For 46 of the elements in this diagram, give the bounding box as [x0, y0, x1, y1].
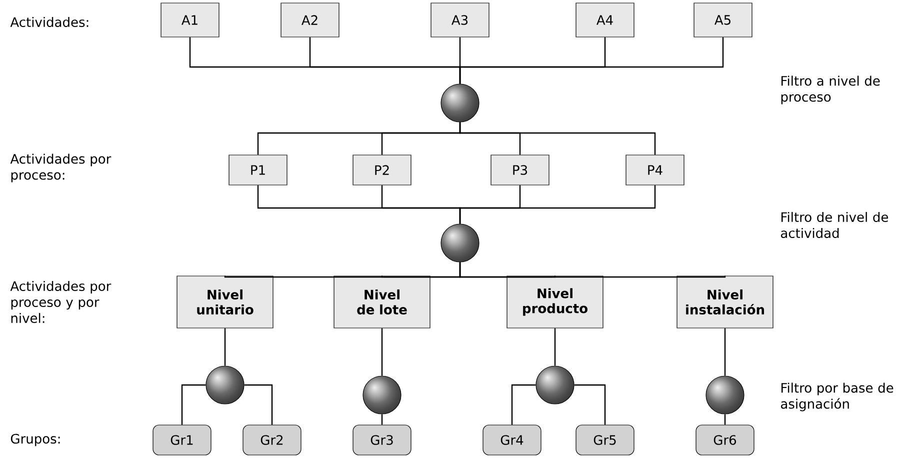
- activity-box: P4: [626, 154, 684, 186]
- group-box: Gr5: [576, 424, 634, 456]
- row-label: Actividades por proceso y por nivel:: [10, 280, 112, 324]
- row-label: Actividades por proceso:: [10, 154, 112, 182]
- filter-ball: [440, 84, 480, 122]
- level-box: Nivel producto: [506, 276, 604, 328]
- group-box: Gr6: [696, 424, 754, 456]
- connector: [574, 384, 606, 425]
- level-box: Nivel unitario: [176, 276, 274, 328]
- connector: [381, 414, 383, 425]
- filter-ball: [440, 224, 480, 262]
- connector: [244, 384, 273, 425]
- filter-ball: [362, 376, 402, 414]
- connector: [554, 328, 556, 366]
- connector: [459, 262, 726, 278]
- level-box: Nivel de lote: [334, 276, 430, 328]
- activity-box: P1: [228, 154, 288, 186]
- row-label: Grupos:: [10, 434, 60, 446]
- activity-box: A4: [576, 2, 634, 38]
- filter-label: Filtro a nivel de proceso: [781, 76, 880, 104]
- connector: [459, 185, 656, 224]
- connector: [181, 384, 206, 425]
- filter-ball: [706, 376, 744, 414]
- activity-box: A2: [280, 2, 340, 38]
- filter-label: Filtro de nivel de actividad: [780, 212, 888, 238]
- activity-box: P3: [490, 154, 550, 186]
- connector: [724, 328, 726, 376]
- level-box: Nivel instalación: [676, 276, 774, 328]
- activity-box: A5: [694, 2, 752, 38]
- group-box: Gr3: [352, 424, 412, 456]
- filter-ball: [206, 366, 244, 404]
- group-box: Gr1: [152, 424, 212, 456]
- connector: [724, 414, 726, 425]
- group-box: Gr2: [242, 424, 302, 456]
- connector: [459, 37, 724, 84]
- activity-box: P2: [352, 154, 412, 186]
- connector: [511, 384, 536, 425]
- connector: [381, 328, 383, 376]
- row-label: Actividades:: [10, 16, 88, 28]
- connector: [459, 122, 656, 155]
- filter-label: Filtro por base de asignación: [780, 382, 894, 412]
- group-box: Gr4: [482, 424, 542, 456]
- connector: [224, 328, 226, 366]
- activity-box: A3: [430, 2, 490, 38]
- activity-box: A1: [160, 2, 220, 38]
- filter-ball: [536, 366, 574, 404]
